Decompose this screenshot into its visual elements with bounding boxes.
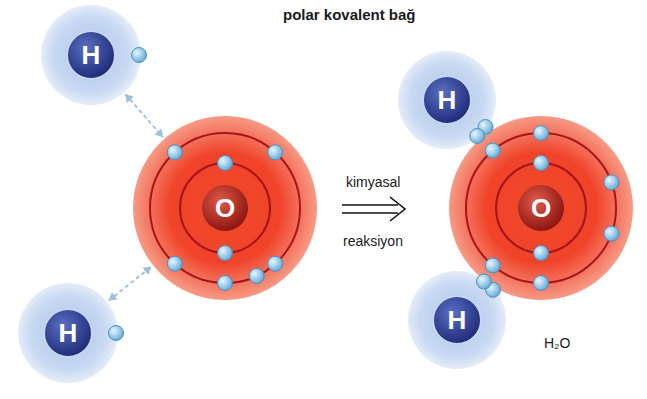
title: polar kovalent bağ: [283, 6, 416, 23]
element-symbol: H: [59, 320, 78, 346]
reaction-label: reaksiyon: [343, 233, 403, 249]
element-symbol: H: [82, 42, 101, 68]
hydrogen-atom: H: [41, 5, 141, 105]
hydrogen-atom: H: [408, 271, 506, 369]
attraction-arrow: [109, 267, 152, 301]
molecule-label: H₂O: [544, 335, 570, 351]
element-symbol: H: [438, 87, 457, 113]
reaction-label: kimyasal: [346, 174, 400, 190]
hydrogen-atom: H: [398, 51, 496, 149]
oxygen-atom: O: [133, 116, 317, 300]
element-symbol: O: [215, 195, 235, 221]
element-symbol: H: [448, 307, 467, 333]
reaction-arrow: [342, 197, 405, 221]
element-symbol: O: [531, 195, 551, 221]
hydrogen-atom: H: [18, 283, 118, 383]
attraction-arrow: [125, 94, 163, 137]
